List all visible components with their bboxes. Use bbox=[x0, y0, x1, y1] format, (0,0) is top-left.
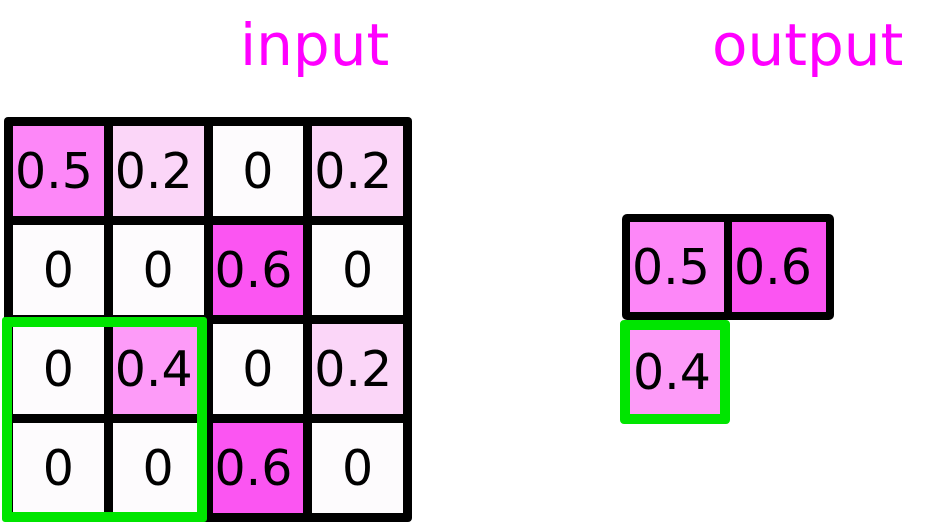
input-cell-r4c3[interactable]: 0.6 bbox=[212, 423, 304, 513]
input-matrix: 0.5 0.2 0 0.2 0 0 0.6 0 0 0.4 0 0.2 0 0 … bbox=[4, 117, 412, 522]
input-cell-value: 0.6 bbox=[214, 439, 293, 497]
input-cell-r3c4[interactable]: 0.2 bbox=[312, 324, 403, 414]
input-cell-r3c3[interactable]: 0 bbox=[212, 324, 304, 414]
input-cell-value: 0.2 bbox=[314, 142, 393, 200]
input-title: input bbox=[240, 11, 390, 79]
input-cell-value: 0.2 bbox=[114, 142, 193, 200]
output-cell-value: 0.4 bbox=[633, 343, 711, 401]
input-cell-value: 0 bbox=[42, 241, 74, 299]
input-cell-value: 0 bbox=[42, 340, 74, 398]
input-cell-r4c1[interactable]: 0 bbox=[13, 423, 104, 513]
output-cell-r1c1[interactable]: 0.5 bbox=[630, 222, 724, 312]
input-cell-value: 0.6 bbox=[214, 241, 293, 299]
input-cell-value: 0.2 bbox=[314, 340, 393, 398]
input-cell-r3c2[interactable]: 0.4 bbox=[112, 324, 204, 414]
input-cell-r1c1[interactable]: 0.5 bbox=[13, 126, 104, 216]
input-cell-value: 0 bbox=[142, 439, 174, 497]
input-cell-value: 0 bbox=[242, 340, 274, 398]
input-cell-value: 0 bbox=[342, 241, 374, 299]
input-cell-r4c4[interactable]: 0 bbox=[312, 423, 403, 513]
output-title: output bbox=[712, 11, 904, 79]
input-cell-value: 0 bbox=[42, 439, 74, 497]
output-cell-r2c1-selected[interactable]: 0.4 bbox=[620, 320, 730, 424]
input-cell-r2c3[interactable]: 0.6 bbox=[212, 225, 304, 315]
output-cell-r1c2[interactable]: 0.6 bbox=[732, 222, 826, 312]
input-cell-r4c2[interactable]: 0 bbox=[112, 423, 204, 513]
input-cell-value: 0 bbox=[142, 241, 174, 299]
output-cell-value: 0.6 bbox=[734, 238, 812, 296]
input-cell-value: 0.4 bbox=[114, 340, 193, 398]
input-cell-value: 0 bbox=[342, 439, 374, 497]
input-cell-r1c2[interactable]: 0.2 bbox=[112, 126, 204, 216]
input-cell-r2c4[interactable]: 0 bbox=[312, 225, 403, 315]
input-cell-value: 0.5 bbox=[15, 142, 93, 200]
input-cell-r1c3[interactable]: 0 bbox=[212, 126, 304, 216]
input-cell-value: 0 bbox=[242, 142, 274, 200]
input-cell-r3c1[interactable]: 0 bbox=[13, 324, 104, 414]
input-cell-r2c2[interactable]: 0 bbox=[112, 225, 204, 315]
input-cell-r2c1[interactable]: 0 bbox=[13, 225, 104, 315]
output-cell-value: 0.5 bbox=[632, 238, 710, 296]
input-cell-r1c4[interactable]: 0.2 bbox=[312, 126, 403, 216]
output-matrix: 0.5 0.6 bbox=[622, 214, 834, 320]
